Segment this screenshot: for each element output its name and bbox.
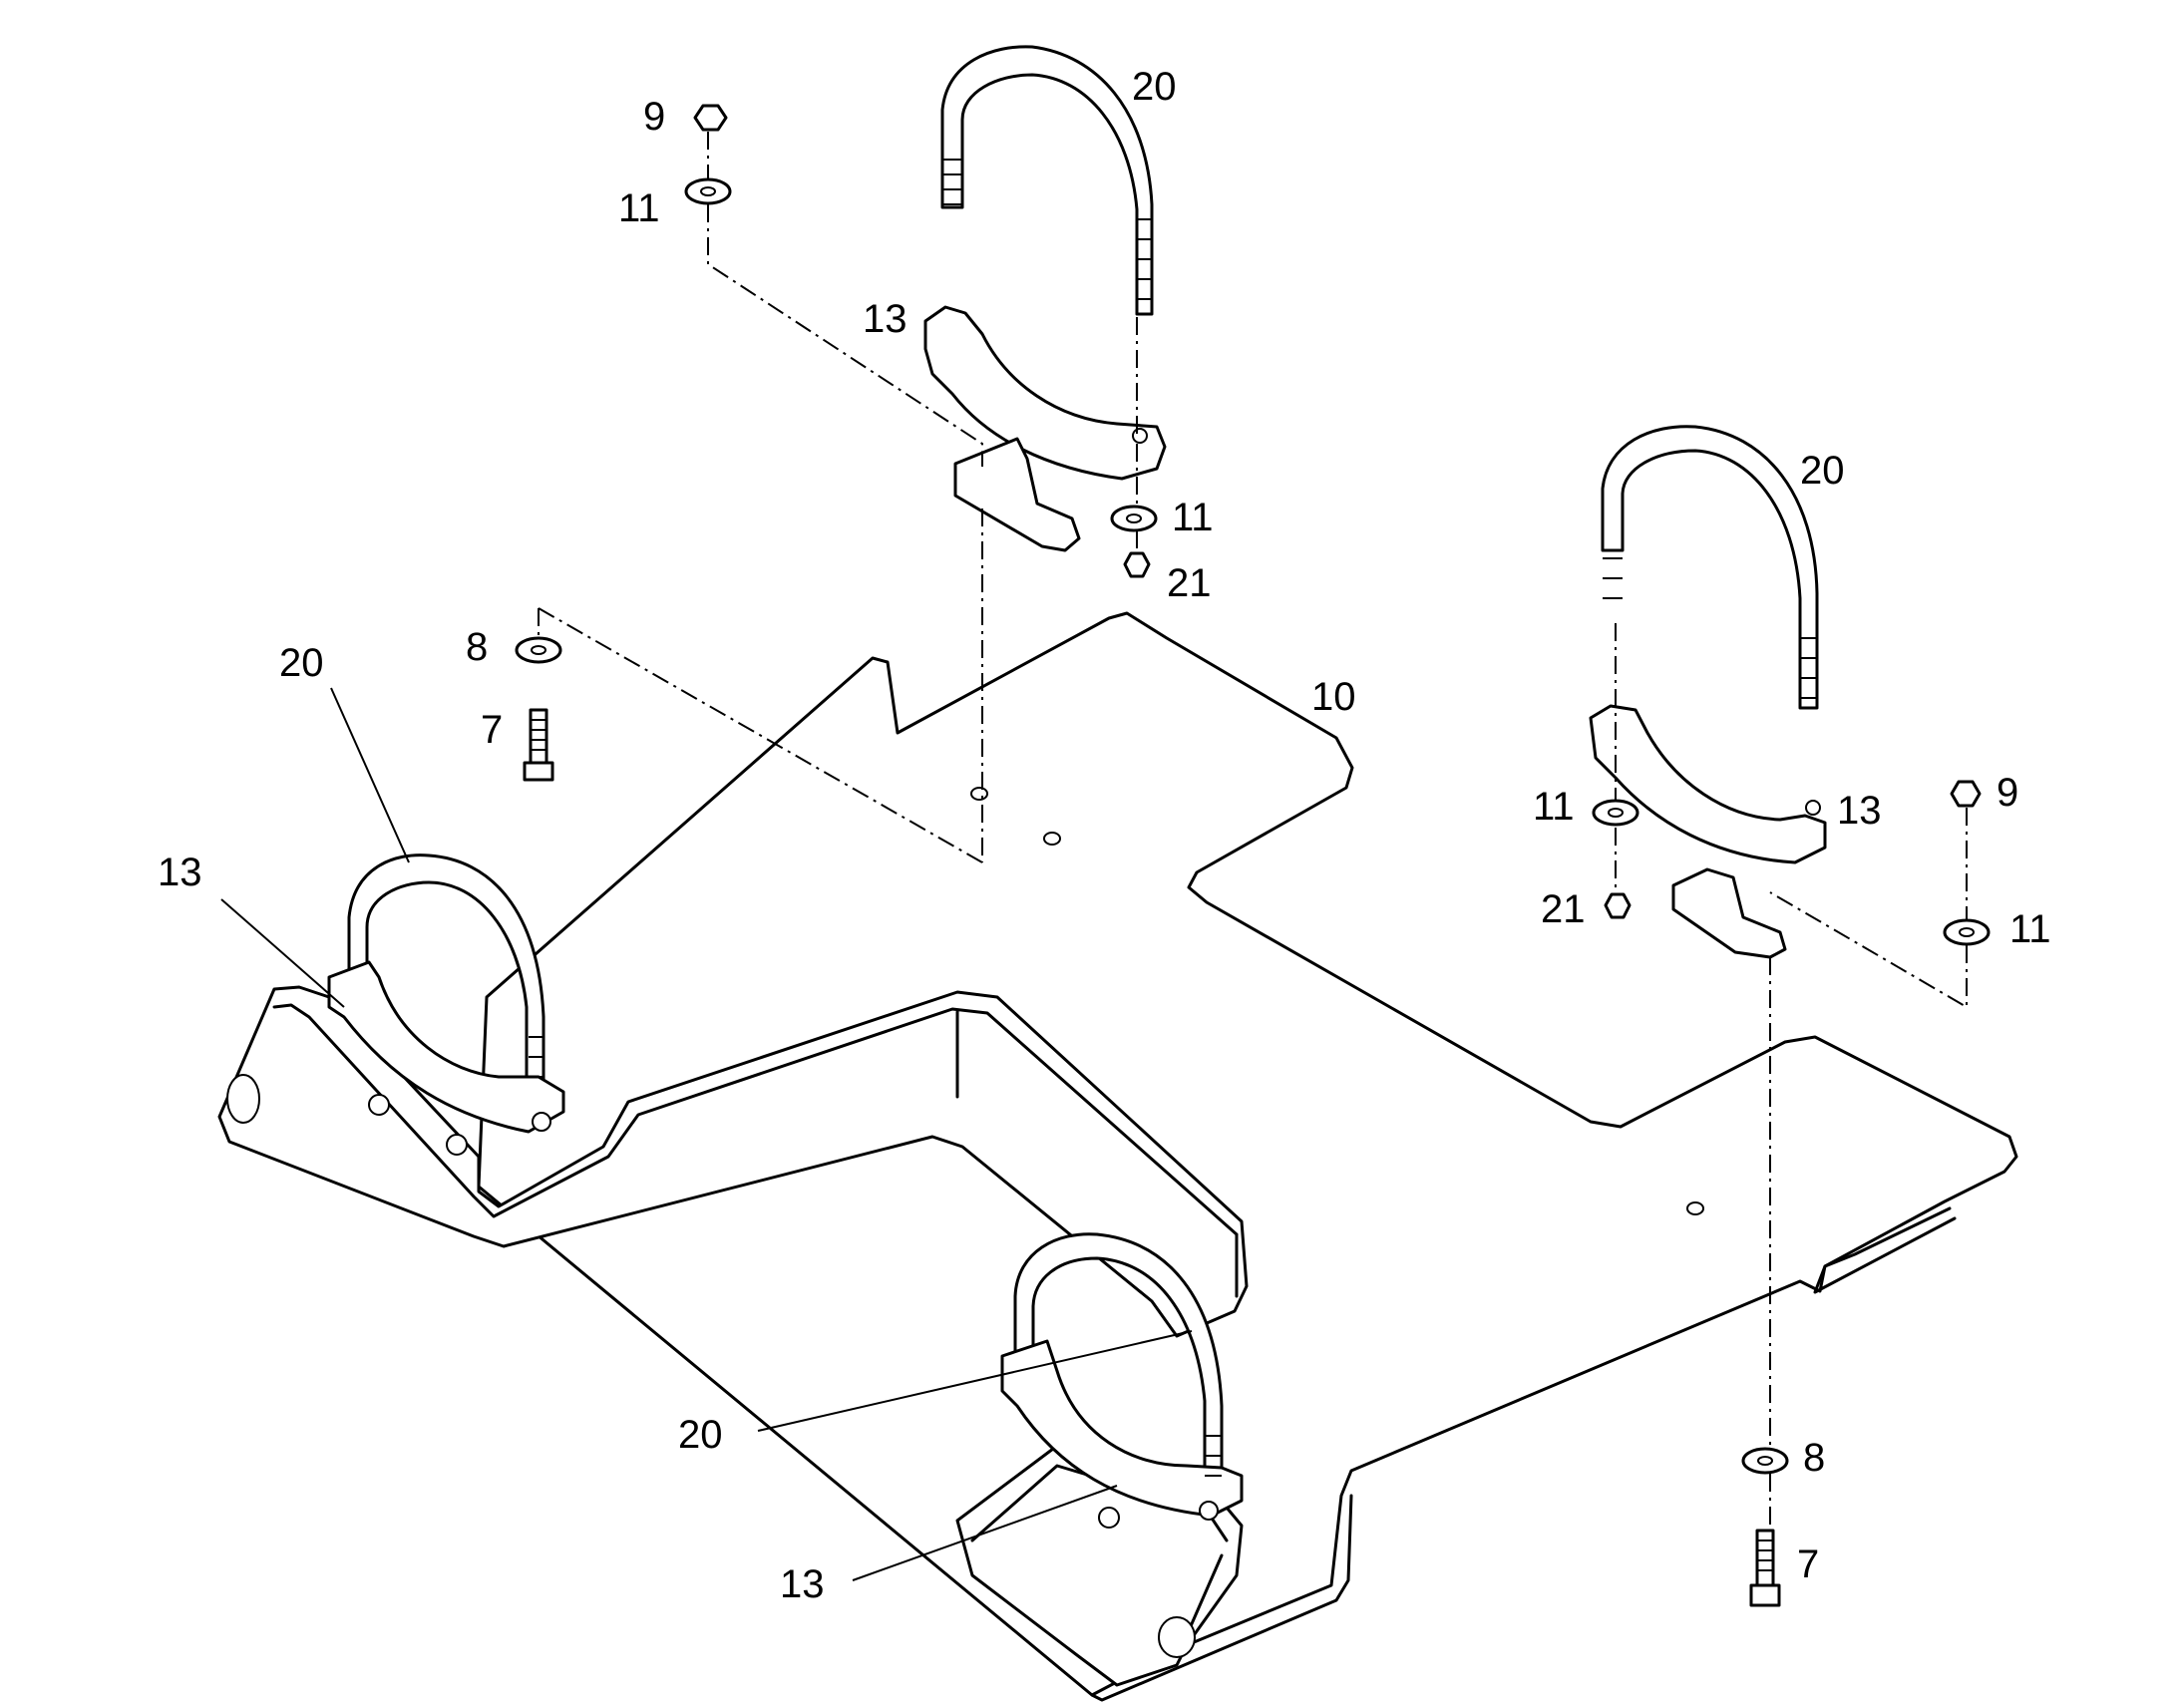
left-strap-threads xyxy=(529,1036,544,1078)
washer-11-top-hole xyxy=(700,186,716,196)
callouts: 20 9 11 13 11 21 8 7 20 10 13 20 11 13 9… xyxy=(158,65,2051,1606)
washer-11-right-a-hole xyxy=(1608,808,1624,818)
right-strap-20 xyxy=(1601,425,1819,710)
leader-13-left xyxy=(220,898,345,1008)
frame-left-eye-hole xyxy=(226,1074,260,1124)
callout-20-right: 20 xyxy=(1800,449,1845,493)
bolt-7-left xyxy=(529,708,548,765)
callout-20-top: 20 xyxy=(1132,65,1177,109)
bolt-7-bottom-head xyxy=(1749,1583,1781,1607)
callout-21-mid: 21 xyxy=(1167,561,1212,605)
callout-13-left: 13 xyxy=(158,851,202,894)
frame-plate-lower-edge xyxy=(1090,1494,1353,1702)
frame-plate-rail-lip xyxy=(1813,1206,1957,1294)
bottom-strap-threads xyxy=(1205,1435,1222,1477)
callout-20-bottom: 20 xyxy=(678,1413,723,1457)
callout-13-top: 13 xyxy=(863,297,908,341)
callout-7-left: 7 xyxy=(481,708,503,752)
bolt-7-bottom xyxy=(1755,1529,1775,1587)
frame-hole-3 xyxy=(1686,1201,1704,1215)
right-strap-threads-right xyxy=(1800,637,1817,699)
bottom-saddle-13 xyxy=(1000,1339,1244,1518)
nut-21-right xyxy=(1604,892,1632,919)
frame-right-eye-hole xyxy=(1158,1616,1196,1658)
left-saddle-nut-2 xyxy=(446,1134,468,1156)
leader-13-bottom xyxy=(852,1485,1118,1581)
callout-11-top: 11 xyxy=(618,186,660,230)
callout-10: 10 xyxy=(1311,675,1356,719)
bolt-7-left-head xyxy=(523,761,554,782)
frame-hole-1 xyxy=(970,787,988,801)
right-saddle-hole xyxy=(1805,800,1821,816)
top-saddle-base xyxy=(953,437,1081,552)
callout-7-bottom: 7 xyxy=(1797,1542,1819,1586)
callout-9-right: 9 xyxy=(1997,771,2018,815)
bolt-7-bottom-threads xyxy=(1757,1539,1773,1571)
callout-11-mid: 11 xyxy=(1172,496,1214,539)
assembly-line-right-side xyxy=(1769,808,1968,1009)
left-saddle-nut-1 xyxy=(368,1094,390,1116)
callout-21-right: 21 xyxy=(1541,887,1586,931)
top-exploded-clamp xyxy=(923,45,1167,552)
washer-11-right-b-hole xyxy=(1959,927,1975,937)
callout-13-bottom: 13 xyxy=(780,1562,825,1606)
washer-8-left-hole xyxy=(531,645,546,655)
right-saddle-base xyxy=(1671,867,1787,959)
callout-8-bottom: 8 xyxy=(1803,1436,1825,1480)
bottom-saddle-nut-2 xyxy=(1199,1501,1219,1521)
bottom-saddle-nut-1 xyxy=(1098,1507,1120,1529)
left-clamp-assembly xyxy=(327,854,565,1156)
top-saddle-13 xyxy=(923,305,1167,481)
leader-lines xyxy=(220,687,1193,1581)
leader-20-bottom xyxy=(757,1330,1193,1432)
frame-hole-2 xyxy=(1043,832,1061,846)
left-strap-20 xyxy=(347,854,545,1094)
right-strap-threads-left xyxy=(1603,557,1623,599)
leader-20-left xyxy=(330,687,410,863)
nut-9-top xyxy=(693,104,728,132)
bolt-7-left-threads xyxy=(531,719,546,751)
callout-9-top: 9 xyxy=(643,95,665,139)
right-exploded-clamp xyxy=(1589,425,1827,959)
top-strap-20 xyxy=(940,45,1154,316)
right-saddle-13 xyxy=(1589,704,1827,864)
top-saddle-hole xyxy=(1132,428,1148,444)
washer-11-mid-hole xyxy=(1126,513,1142,523)
callout-11-right-a: 11 xyxy=(1533,785,1575,829)
washer-8-bottom-hole xyxy=(1757,1456,1773,1466)
callout-11-right-b: 11 xyxy=(2009,907,2051,951)
callout-20-left: 20 xyxy=(279,641,324,685)
left-saddle-nut-3 xyxy=(532,1112,551,1132)
nut-9-right xyxy=(1950,780,1982,808)
nut-21-mid xyxy=(1123,551,1151,578)
top-strap-threads-right xyxy=(1137,218,1152,300)
assembly-line-top-left xyxy=(707,132,983,467)
top-strap-threads-left xyxy=(942,159,962,205)
assembly-lines xyxy=(538,132,1968,1526)
frame-base-plate xyxy=(477,611,2018,1697)
frame-left-cradle-inner xyxy=(272,1003,1239,1298)
fasteners xyxy=(515,104,1991,1607)
callout-13-right: 13 xyxy=(1837,789,1882,833)
bottom-clamp-assembly xyxy=(1000,1232,1244,1529)
frame-assembly xyxy=(217,611,2018,1702)
callout-8-left: 8 xyxy=(466,625,488,669)
bottom-strap-20 xyxy=(1013,1232,1224,1498)
left-saddle-13 xyxy=(327,960,565,1134)
assembly-line-left-bolt xyxy=(538,607,983,863)
